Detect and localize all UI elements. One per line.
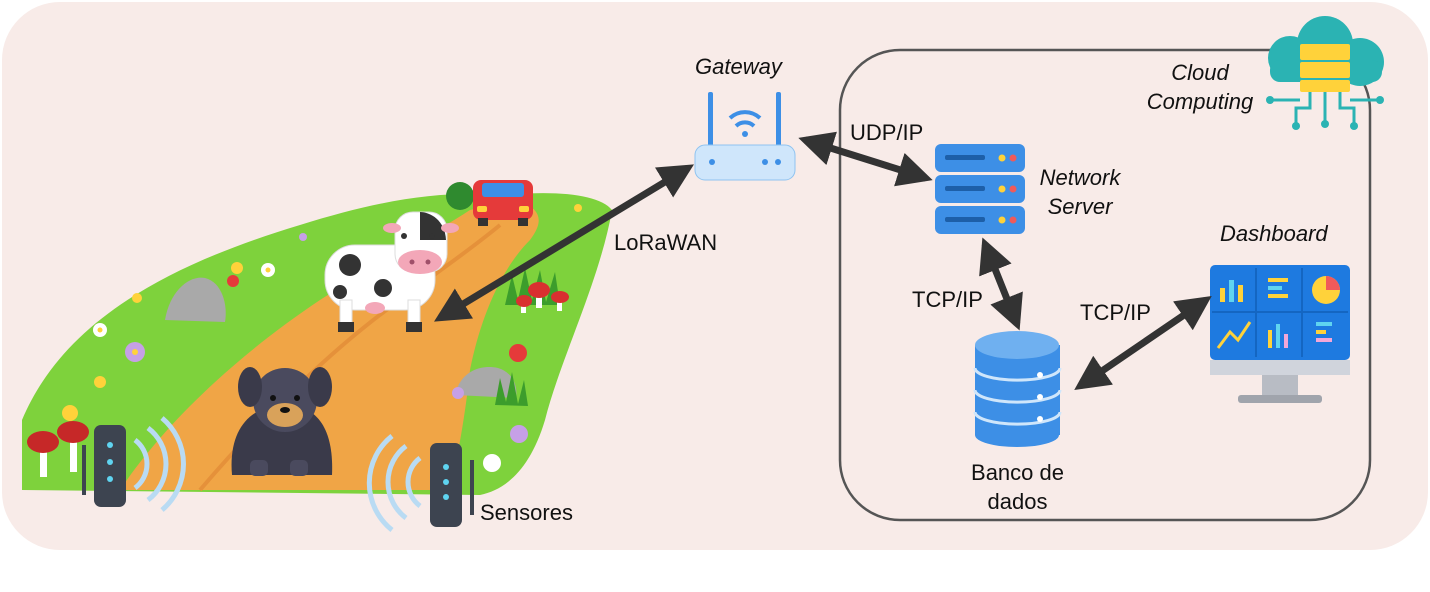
dashboard-label: Dashboard: [1220, 221, 1328, 246]
server-icon: [935, 144, 1025, 234]
flowers: [62, 204, 582, 472]
network-server-label-line1: Network: [1039, 165, 1121, 190]
cow-icon: [324, 211, 459, 332]
tcp-ip-label-right: TCP/IP: [1080, 300, 1151, 325]
dashboard-monitor-icon: [1210, 265, 1350, 403]
network-server-label: Network Server: [1030, 163, 1130, 221]
lorawan-arrow: [434, 164, 694, 322]
network-server-label-line2: Server: [1047, 194, 1113, 219]
udp-ip-label: UDP/IP: [850, 120, 924, 145]
car-icon: [473, 180, 533, 226]
cloud-computing-label-line1: Cloud: [1171, 60, 1229, 85]
cloud-boundary: [838, 48, 1372, 522]
tcp-db-dashboard-arrow: [1074, 296, 1212, 390]
gateway-label: Gateway: [695, 54, 782, 79]
sensor-icon: [366, 434, 474, 532]
cloud-computing-icon: [1266, 16, 1384, 130]
cloud-computing-label-line2: Computing: [1146, 89, 1254, 114]
database-icon: [973, 331, 1062, 447]
lorawan-label: LoRaWAN: [614, 230, 718, 255]
tcp-server-db-arrow: [979, 237, 1023, 331]
farm-scene: [22, 180, 612, 532]
sensors-label: Sensores: [480, 500, 573, 525]
tcp-ip-label-left: TCP/IP: [912, 287, 983, 312]
mushrooms-corner: [27, 421, 89, 477]
dog-icon: [231, 367, 333, 476]
database-label-line2: dados: [987, 489, 1048, 514]
database-label: Banco de dados: [950, 458, 1085, 516]
udp-arrow: [798, 131, 933, 187]
sensor-icon: [82, 416, 186, 512]
rock-left: [165, 277, 226, 322]
gateway-router-icon: [694, 92, 796, 181]
database-label-line1: Banco de: [971, 460, 1064, 485]
cloud-computing-label: Cloud Computing: [1140, 58, 1260, 116]
